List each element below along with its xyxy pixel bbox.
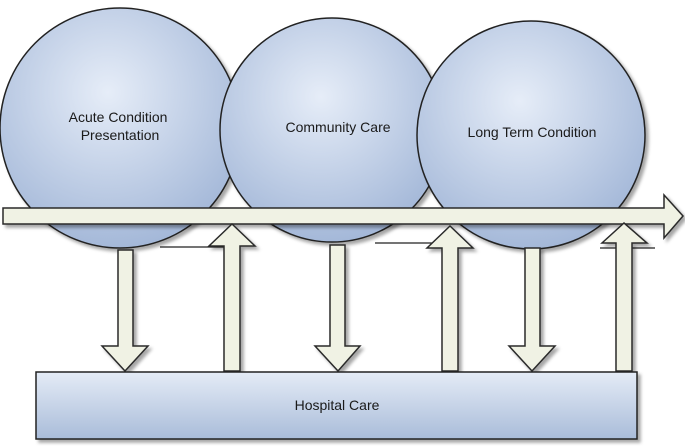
up-arrow bbox=[600, 221, 650, 372]
down-arrow bbox=[100, 249, 150, 373]
hospital-care-label: Hospital Care bbox=[295, 397, 380, 413]
hospital-care-box bbox=[35, 371, 638, 440]
svg-text:Acute Condition Presentati: Acute Condition Presentation bbox=[69, 109, 172, 143]
up-arrow bbox=[207, 222, 257, 372]
acute-condition-label-line1: Acute Condition bbox=[69, 109, 168, 125]
timeline-arrow bbox=[2, 193, 685, 241]
community-care-label: Community Care bbox=[285, 119, 390, 135]
up-arrow bbox=[425, 224, 475, 372]
down-arrow bbox=[313, 244, 362, 373]
down-arrow bbox=[507, 247, 557, 373]
acute-condition-label-line2: Presentation bbox=[81, 127, 160, 143]
long-term-condition-label: Long Term Condition bbox=[468, 124, 597, 140]
